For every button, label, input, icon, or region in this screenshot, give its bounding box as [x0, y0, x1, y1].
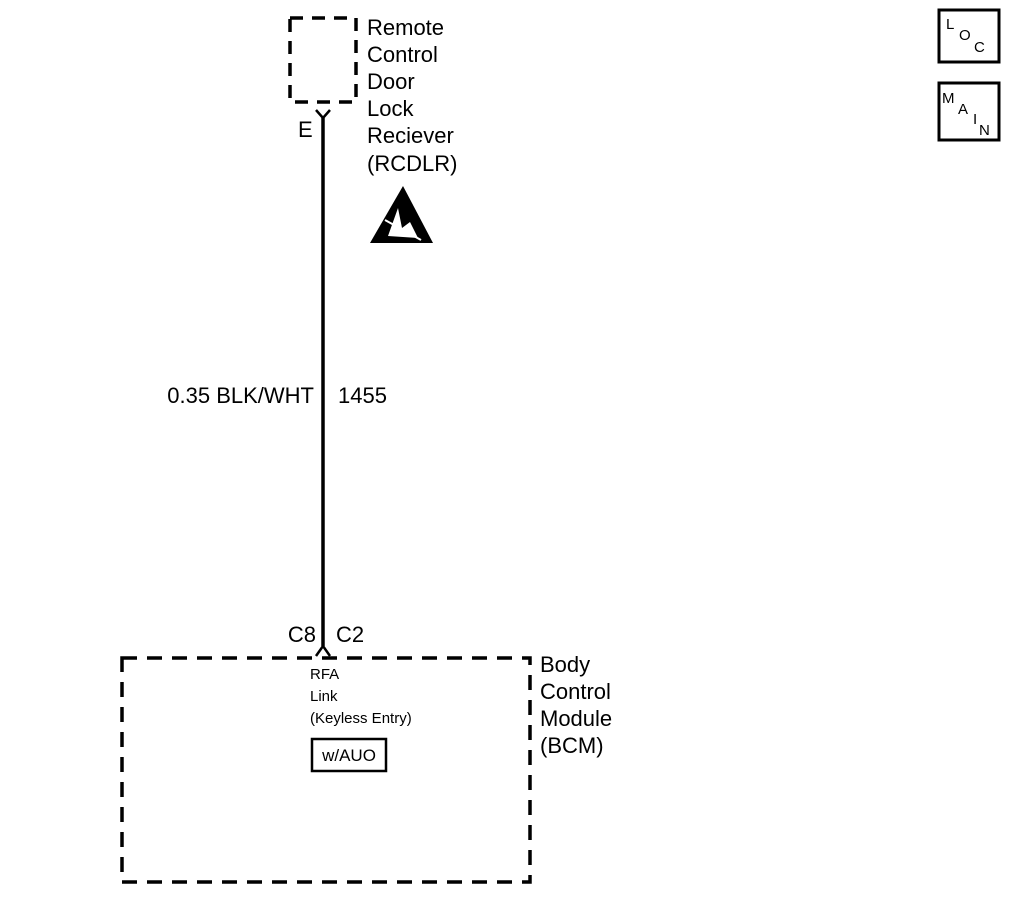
loc-nav-icon[interactable]: L O C — [937, 8, 1001, 64]
main-letter: A — [958, 101, 968, 118]
main-letter: M — [942, 90, 955, 107]
bcm-circuit-line: RFA — [310, 666, 339, 683]
rcdlr-label-line: Lock — [367, 96, 414, 121]
rcdlr-label: Remote Control Door Lock Reciever (RCDLR… — [367, 15, 457, 176]
rcdlr-component-box — [288, 16, 358, 104]
rcdlr-label-line: Reciever — [367, 123, 454, 148]
rcdlr-label-line: (RCDLR) — [367, 151, 457, 176]
loc-letter: L — [946, 16, 954, 33]
rcdlr-label-line: Remote — [367, 15, 444, 40]
wire-circuit-number: 1455 — [338, 383, 387, 408]
bcm-circuit-line: (Keyless Entry) — [310, 710, 412, 727]
rcdlr-connector-symbol — [315, 109, 331, 120]
bcm-circuit-line: Link — [310, 688, 338, 705]
bcm-label-line: Module — [540, 706, 612, 731]
loc-letter: O — [959, 27, 971, 44]
bcm-connector-c2-label: C2 — [336, 622, 364, 647]
bcm-label-line: (BCM) — [540, 733, 604, 758]
rcdlr-label-line: Door — [367, 69, 415, 94]
bcm-label: Body Control Module (BCM) — [540, 652, 612, 758]
rcdlr-label-line: Control — [367, 42, 438, 67]
bcm-circuit-description: RFA Link (Keyless Entry) — [310, 666, 412, 727]
main-nav-icon[interactable]: M A I N — [937, 81, 1001, 142]
main-letter: I — [973, 111, 977, 128]
rcdlr-terminal-label: E — [298, 117, 313, 142]
esd-sensitive-icon — [370, 186, 433, 243]
bcm-component-box — [120, 656, 532, 884]
wire-size-color-label: 0.35 BLK/WHT — [167, 383, 314, 408]
option-tag-label: w/AUO — [321, 746, 376, 765]
loc-letter: C — [974, 39, 985, 56]
option-tag-box — [310, 737, 388, 773]
bcm-label-line: Control — [540, 679, 611, 704]
main-letter: N — [979, 122, 990, 139]
bcm-connector-c8-label: C8 — [288, 622, 316, 647]
bcm-connector-symbol — [314, 643, 332, 657]
bcm-label-line: Body — [540, 652, 590, 677]
